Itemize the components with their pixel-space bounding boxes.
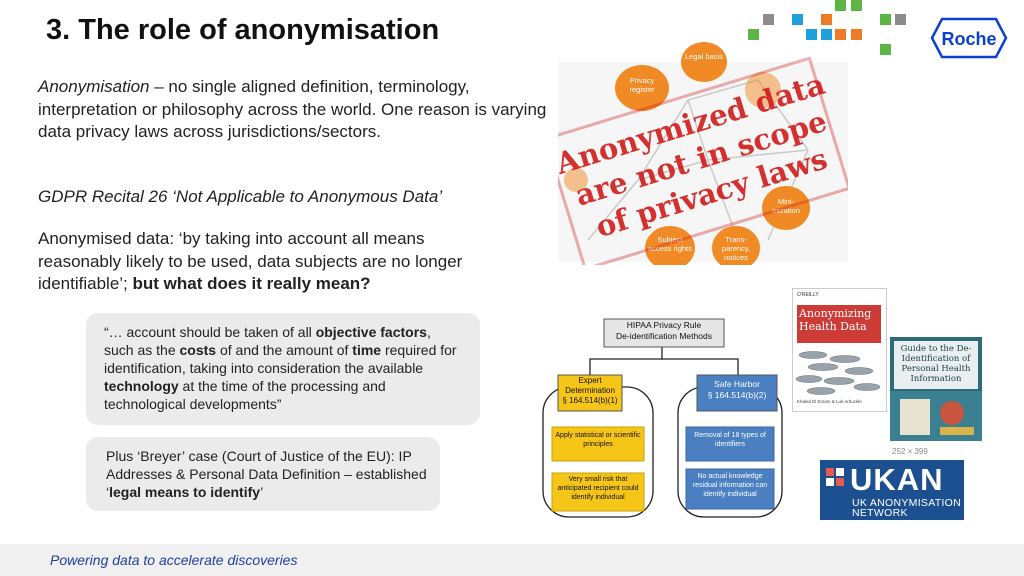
harbor-item-1: Removal of 18 types of identifiers bbox=[694, 432, 766, 448]
ukan-line-1: UK ANONYMISATION bbox=[852, 497, 962, 509]
ukan-line-2: NETWORK bbox=[852, 507, 908, 519]
harbor-section: § 164.514(b)(2) bbox=[707, 390, 767, 400]
stamp-illustration: Privacy register Legal basis Mini- mizat… bbox=[543, 42, 852, 271]
quote-bold: time bbox=[352, 342, 382, 358]
quote-text: of and the amount of bbox=[216, 342, 353, 358]
breyer-text: Plus ‘Breyer’ case (Court of Justice of … bbox=[106, 448, 427, 500]
anonymisation-term: Anonymisation bbox=[38, 77, 150, 96]
book2-title: Guide to the De-Identification of Person… bbox=[894, 341, 978, 389]
quote-text: required for identification, taking into… bbox=[104, 342, 457, 376]
node-legal bbox=[681, 42, 727, 82]
flow-top-box bbox=[603, 318, 725, 348]
node-subject-label: Subject access rights bbox=[648, 235, 692, 253]
node-transparency bbox=[712, 226, 760, 270]
de-identification-guide-book: Guide to the De-Identification of Person… bbox=[890, 337, 982, 441]
roche-logo-text: Roche bbox=[941, 29, 996, 49]
quote-text: at the time of the processing and techno… bbox=[104, 378, 386, 412]
book1-publisher: O'REILLY bbox=[797, 292, 819, 298]
node-minimization-label: Mini- mization bbox=[772, 197, 800, 215]
node-minimization bbox=[762, 186, 810, 230]
footer-bar: Powering data to accelerate discoveries bbox=[0, 544, 1024, 576]
square-decoration bbox=[748, 29, 759, 40]
intro-paragraph: Anonymisation – no single aligned defini… bbox=[38, 76, 558, 144]
anonymizing-health-data-book: O'REILLY Anonymizing Health Data Khaled … bbox=[792, 288, 887, 412]
node-privacy bbox=[615, 65, 669, 111]
square-decoration bbox=[763, 14, 774, 25]
square-decoration bbox=[792, 14, 803, 25]
expert-item-box bbox=[551, 472, 645, 512]
node-privacy-label: Privacy register bbox=[629, 76, 655, 94]
expert-item-1: Apply statistical or scientific principl… bbox=[555, 432, 641, 448]
harbor-item-box bbox=[685, 426, 775, 462]
square-decoration bbox=[851, 29, 862, 40]
square-decoration bbox=[880, 44, 891, 55]
definition-text: Anonymised data: ‘by taking into account… bbox=[38, 229, 463, 293]
flow-top-line2: De-identification Methods bbox=[616, 331, 712, 341]
anonymized-data-stamp-image: Privacy register Legal basis Mini- mizat… bbox=[543, 40, 852, 271]
harbor-head: Safe Harbor bbox=[714, 379, 760, 389]
safe-harbor-box bbox=[696, 374, 778, 412]
square-decoration bbox=[835, 29, 846, 40]
fish-illustration bbox=[795, 351, 881, 395]
roche-logo: Roche bbox=[930, 17, 1008, 59]
quote-text: “… account should be taken of all bbox=[104, 324, 316, 340]
breyer-box: Plus ‘Breyer’ case (Court of Justice of … bbox=[86, 437, 440, 511]
expert-determination-box bbox=[557, 374, 623, 412]
image-size-label: 252 × 399 bbox=[892, 447, 928, 456]
slide-title: 3. The role of anonymisation bbox=[46, 14, 440, 46]
definition-paragraph: Anonymised data: ‘by taking into account… bbox=[38, 228, 508, 296]
square-decoration bbox=[895, 14, 906, 25]
quote-box: “… account should be taken of all object… bbox=[86, 313, 480, 425]
harbor-item-2: No actual knowledge residual information… bbox=[692, 473, 768, 498]
breyer-bold: legal means to identify bbox=[109, 484, 261, 500]
intro-text: – no single aligned definition, terminol… bbox=[38, 77, 547, 141]
node-transparency-label: Trans- parency, notices bbox=[721, 235, 751, 262]
harbor-item-box bbox=[685, 468, 775, 510]
breyer-text: ’ bbox=[260, 484, 264, 500]
gdpr-heading: GDPR Recital 26 ‘Not Applicable to Anony… bbox=[38, 187, 443, 206]
ukan-mark-icon bbox=[826, 468, 844, 486]
footer-tagline: Powering data to accelerate discoveries bbox=[50, 552, 298, 568]
definition-question: but what does it really mean? bbox=[132, 274, 371, 293]
quote-bold: costs bbox=[179, 342, 217, 358]
quote-text: , such as the bbox=[104, 324, 431, 358]
expert-head: Expert Determination bbox=[565, 376, 615, 395]
ukan-title: UKAN bbox=[850, 462, 944, 497]
square-decoration bbox=[851, 0, 862, 11]
book2-cover-art bbox=[890, 391, 982, 441]
book1-authors: Khaled El Emam & Luk Arbuckle bbox=[797, 399, 862, 404]
expert-item-box bbox=[551, 426, 645, 462]
quote-bold: objective factors bbox=[315, 324, 427, 340]
expert-section: § 164.514(b)(1) bbox=[562, 396, 618, 405]
node-legal-label: Legal basis bbox=[685, 52, 723, 61]
flow-top-line1: HIPAA Privacy Rule bbox=[626, 320, 702, 330]
square-decoration bbox=[880, 14, 891, 25]
square-decoration bbox=[806, 29, 817, 40]
book1-title: Anonymizing Health Data bbox=[797, 305, 881, 343]
node-subject bbox=[645, 226, 695, 270]
quote-bold: technology bbox=[104, 378, 179, 394]
square-decoration bbox=[821, 29, 832, 40]
square-decoration bbox=[835, 0, 846, 11]
expert-item-2: Very small risk that anticipated recipie… bbox=[557, 476, 639, 501]
square-decoration bbox=[821, 14, 832, 25]
